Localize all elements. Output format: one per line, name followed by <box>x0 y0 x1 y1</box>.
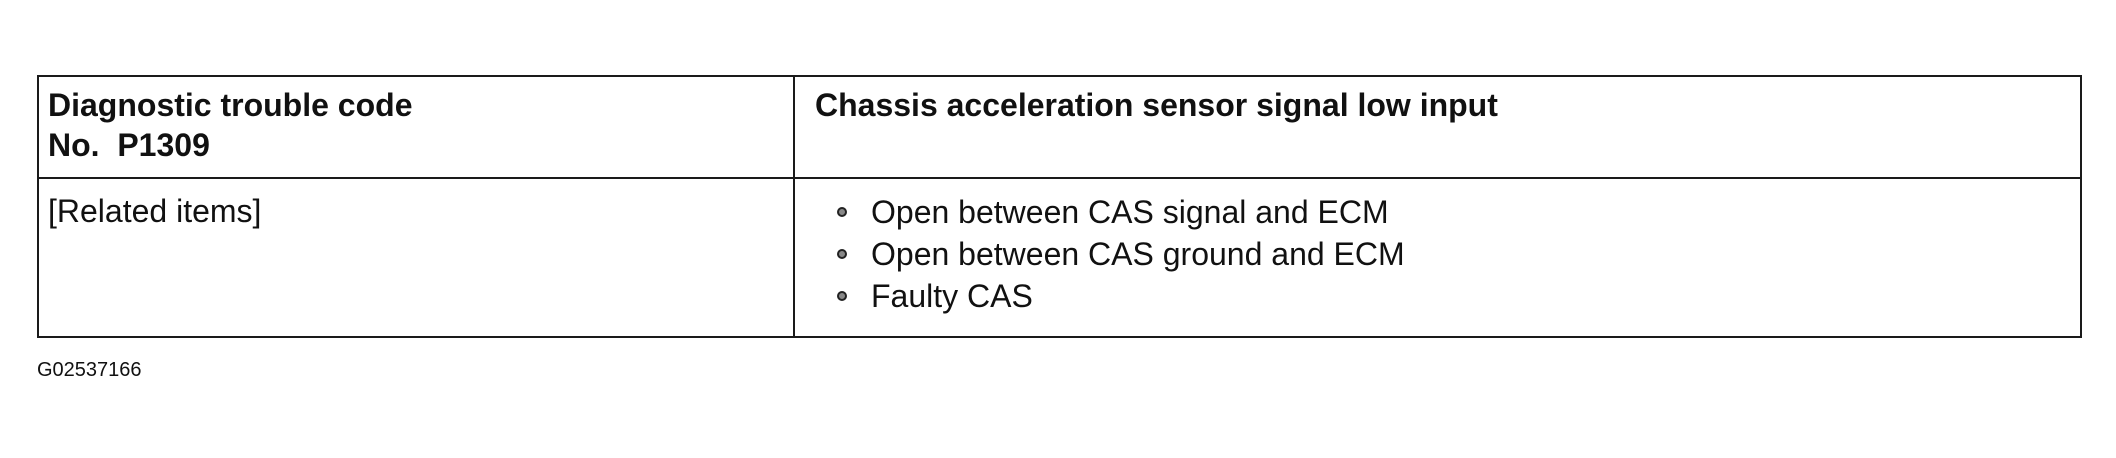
list-item: Open between CAS ground and ECM <box>837 233 2080 275</box>
figure-code: G02537166 <box>37 359 142 381</box>
related-items-row: [Related items] Open between CAS signal … <box>39 179 2080 336</box>
related-label-cell: [Related items] <box>39 179 795 336</box>
dtc-table: Diagnostic trouble code No. P1309 Chassi… <box>37 75 2082 338</box>
code-label-cell: Diagnostic trouble code No. P1309 <box>39 77 795 177</box>
related-items-list: Open between CAS signal and ECM Open bet… <box>837 191 2080 317</box>
code-label-line1: Diagnostic trouble code <box>48 87 413 123</box>
related-items-label: [Related items] <box>48 193 262 229</box>
bullet-icon <box>837 207 847 217</box>
list-item-text: Open between CAS ground and ECM <box>871 236 1405 272</box>
list-item: Faulty CAS <box>837 275 2080 317</box>
list-item-text: Faulty CAS <box>871 278 1033 314</box>
code-title-cell: Chassis acceleration sensor signal low i… <box>795 77 2080 177</box>
bullet-icon <box>837 291 847 301</box>
code-title: Chassis acceleration sensor signal low i… <box>815 87 1498 123</box>
bullet-icon <box>837 249 847 259</box>
table-header-row: Diagnostic trouble code No. P1309 Chassi… <box>39 77 2080 179</box>
code-label-line2: No. P1309 <box>48 127 210 163</box>
list-item-text: Open between CAS signal and ECM <box>871 194 1389 230</box>
list-item: Open between CAS signal and ECM <box>837 191 2080 233</box>
related-items-cell: Open between CAS signal and ECM Open bet… <box>795 179 2080 336</box>
